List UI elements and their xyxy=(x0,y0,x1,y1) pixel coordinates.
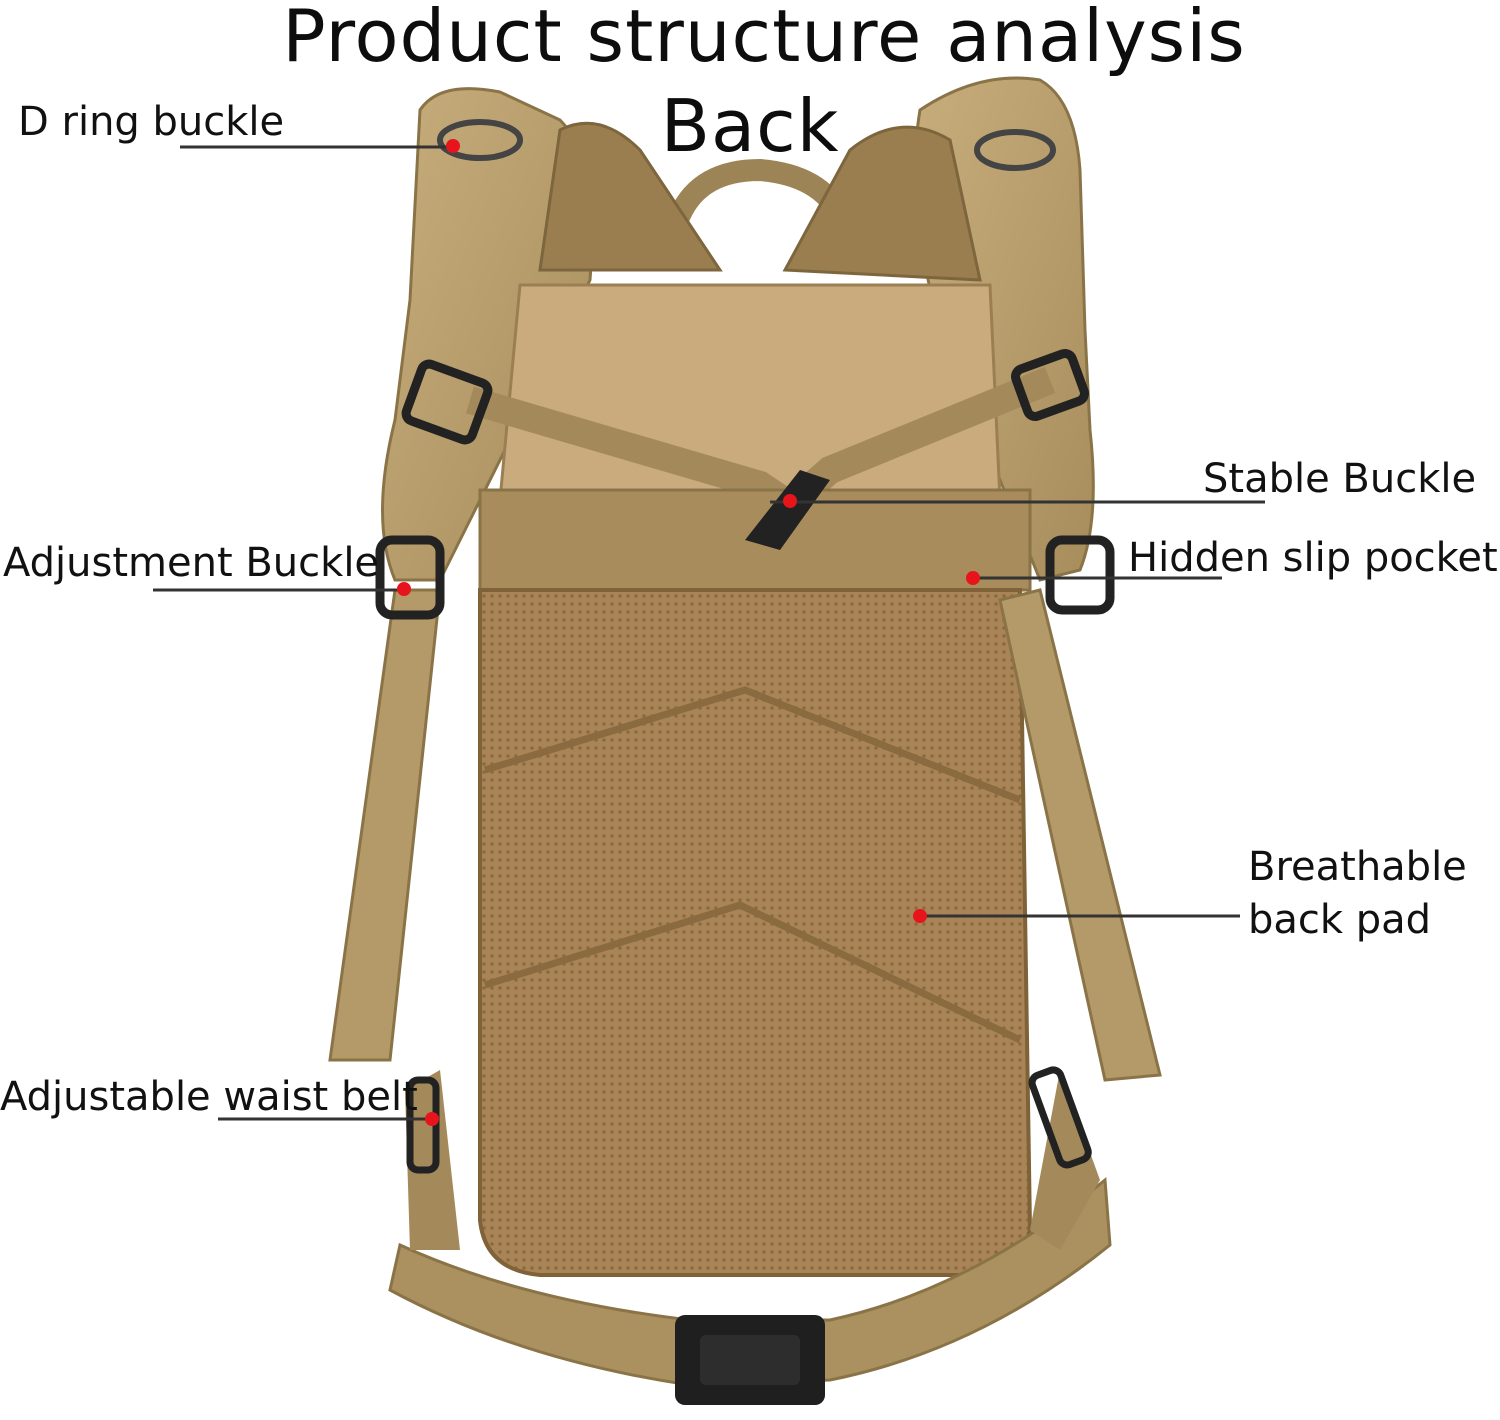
label-hidden-slip-pocket: Hidden slip pocket xyxy=(1128,535,1498,581)
label-breathable: Breathable xyxy=(1248,844,1467,890)
title-line-2: Back xyxy=(660,84,840,168)
d-ring-left xyxy=(437,119,523,161)
label-stable-buckle: Stable Buckle xyxy=(1203,456,1477,502)
marker-adjustable-waist-belt xyxy=(425,1112,439,1126)
top-handle xyxy=(669,158,851,226)
marker-d-ring-buckle xyxy=(446,139,460,153)
waist-belt xyxy=(388,1177,1112,1387)
marker-stable-buckle xyxy=(783,494,797,508)
marker-adjustment-buckle xyxy=(397,582,411,596)
marker-breathable-back-pad xyxy=(913,909,927,923)
title-line-1: Product structure analysis xyxy=(282,0,1246,78)
label-adjustment-buckle: Adjustment Buckle xyxy=(3,540,380,586)
marker-hidden-slip-pocket xyxy=(966,571,980,585)
label-adjustable-waist-belt: Adjustable waist belt xyxy=(0,1074,418,1120)
label-d-ring-buckle: D ring buckle xyxy=(18,99,285,145)
label-back-pad: back pad xyxy=(1248,897,1432,943)
d-ring-right xyxy=(974,129,1056,171)
